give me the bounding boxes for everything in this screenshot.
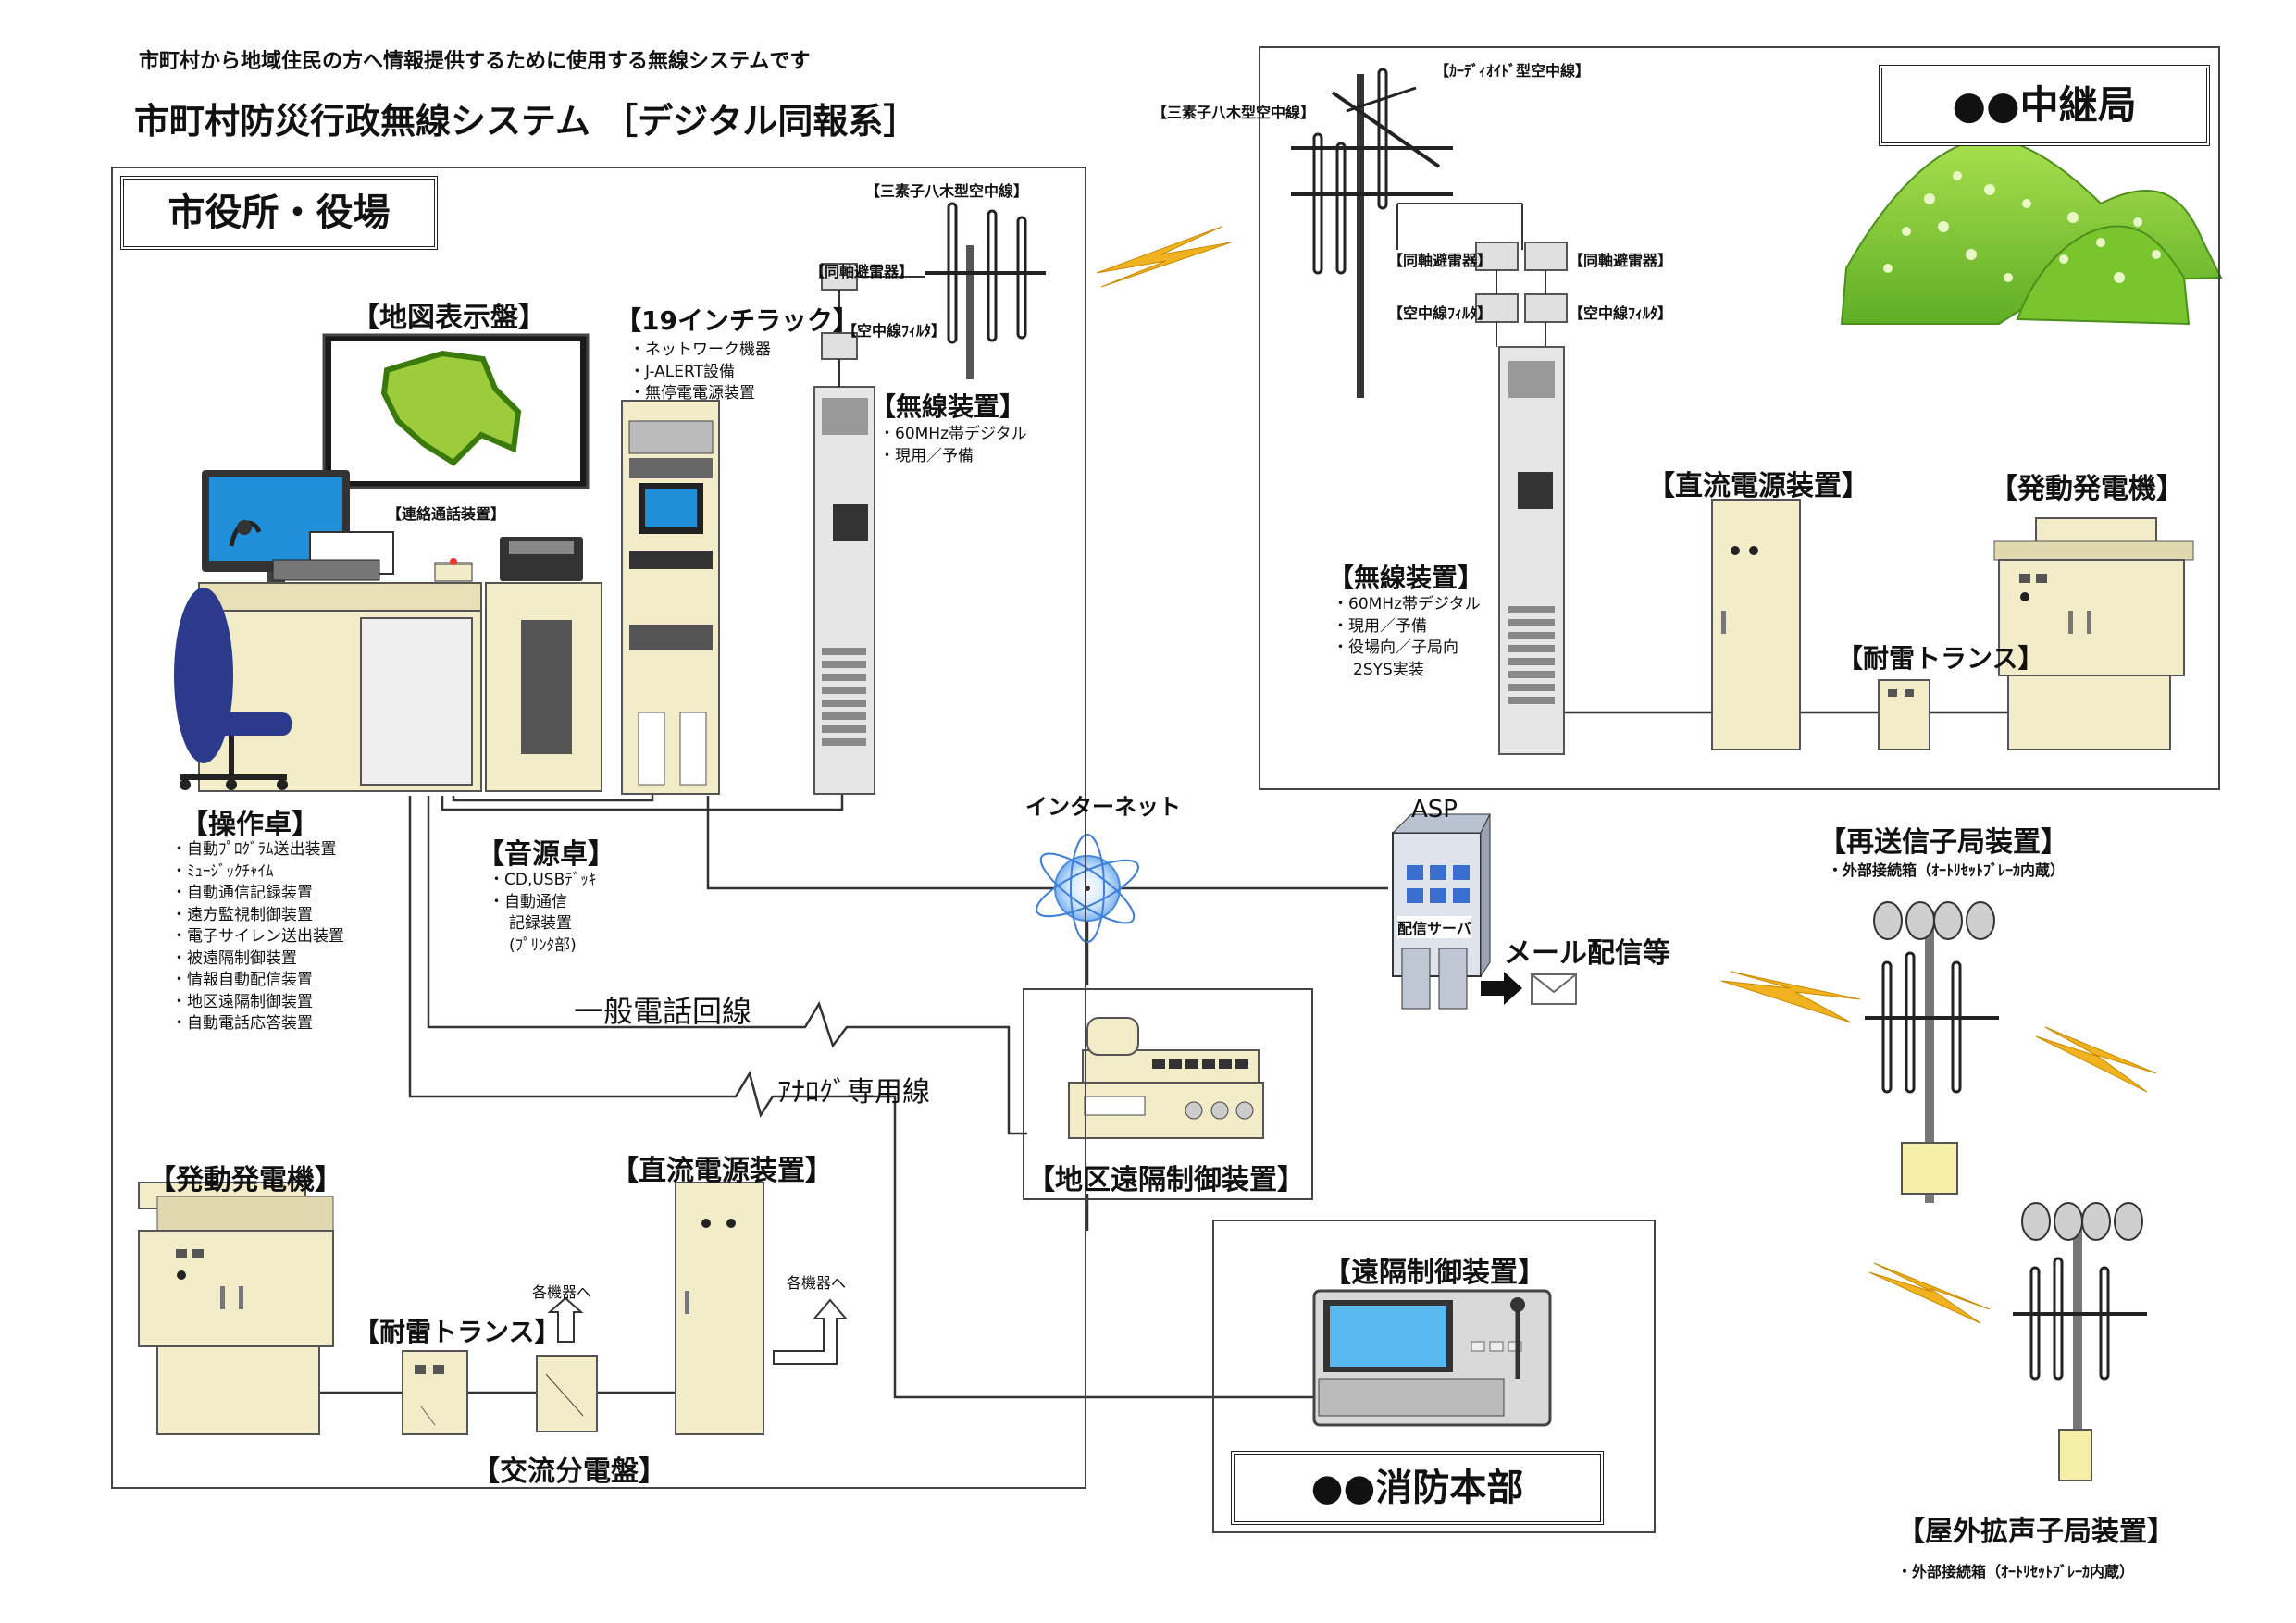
relay-radio-item: ・現用／予備 bbox=[1333, 616, 1427, 636]
relay-filter-left: 【空中線ﾌｨﾙﾀ】 bbox=[1388, 304, 1493, 322]
internet-label: インターネット bbox=[1025, 794, 1181, 820]
audio-desk-item: (ﾌﾟﾘﾝﾀ部) bbox=[509, 935, 577, 955]
retransmit-note: ・外部接続箱（ｵｰﾄﾘｾｯﾄﾌﾞﾚｰｶ内蔵） bbox=[1828, 861, 2066, 879]
relay-station-frame bbox=[1259, 46, 2220, 790]
radio-wave-icons bbox=[1096, 226, 2157, 1324]
relay-generator-label: 【発動発電機】 bbox=[1990, 473, 2184, 505]
city-generator-label: 【発動発電機】 bbox=[148, 1164, 342, 1196]
console-item: ・電子サイレン送出装置 bbox=[171, 927, 344, 946]
relay-radio-unit bbox=[1498, 346, 1565, 755]
fire-hq-title: ●●消防本部 bbox=[1231, 1451, 1604, 1525]
fire-remote-device bbox=[1312, 1289, 1552, 1427]
console-item: ・ﾐｭｰｼﾞｯｸﾁｬｲﾑ bbox=[171, 861, 274, 881]
console-item: ・情報自動配信装置 bbox=[171, 971, 313, 989]
ac-panel-label: 【交流分電盤】 bbox=[472, 1456, 666, 1488]
city-hall-title: 市役所・役場 bbox=[120, 176, 438, 250]
relay-yagi-label: 【三素子八木型空中線】 bbox=[1152, 104, 1316, 121]
outdoor-title: 【屋外拡声子局装置】 bbox=[1897, 1516, 2175, 1548]
audio-desk-label: 【音源卓】 bbox=[477, 838, 615, 871]
audio-desk-item: 記録装置 bbox=[509, 914, 572, 933]
console-item: ・被遠隔制御装置 bbox=[171, 948, 297, 968]
city-radio-item: ・60MHz帯デジタル bbox=[879, 425, 1027, 443]
relay-radio-label: 【無線装置】 bbox=[1328, 563, 1484, 593]
city-filter-label: 【空中線ﾌｨﾙﾀ】 bbox=[842, 322, 947, 340]
fire-remote-label: 【遠隔制御装置】 bbox=[1323, 1257, 1545, 1289]
audio-desk-item: ・自動通信 bbox=[489, 892, 567, 911]
console-item: ・自動ﾌﾟﾛｸﾞﾗﾑ送出装置 bbox=[171, 840, 337, 859]
relay-radio-items: ・60MHz帯デジタル ・現用／予備 ・役場向／子局向 2SYS実装 bbox=[1333, 594, 1481, 681]
district-remote-frame bbox=[1023, 988, 1313, 1200]
console-item: ・遠方監視制御装置 bbox=[171, 905, 313, 924]
city-hall-frame bbox=[111, 167, 1086, 1489]
console-items: ・自動ﾌﾟﾛｸﾞﾗﾑ送出装置 ・ﾐｭｰｼﾞｯｸﾁｬｲﾑ ・自動通信記録装置 ・遠… bbox=[171, 839, 344, 1035]
page-subtitle: 市町村から地域住民の方へ情報提供するために使用する無線システムです bbox=[139, 50, 811, 73]
map-panel bbox=[322, 333, 590, 489]
city-power-equipment bbox=[402, 1182, 849, 1435]
map-panel-label: 【地図表示盤】 bbox=[352, 302, 546, 334]
relay-transformer-label: 【耐雷トランス】 bbox=[1837, 643, 2044, 674]
asp-server-icon bbox=[1391, 813, 1577, 1010]
console-item: ・地区遠隔制御装置 bbox=[171, 992, 313, 1011]
analog-line-label: ｱﾅﾛｸﾞ専用線 bbox=[777, 1076, 930, 1109]
city-radio-item: ・現用／予備 bbox=[879, 446, 974, 465]
relay-dc-power-label: 【直流電源装置】 bbox=[1647, 470, 1869, 502]
console-label: 【操作卓】 bbox=[180, 809, 319, 841]
district-remote-device bbox=[1068, 1017, 1264, 1139]
console-desk bbox=[174, 470, 602, 792]
city-dc-power-label: 【直流電源装置】 bbox=[611, 1155, 833, 1187]
cardioid-antenna-label: 【ｶｰﾃﾞｨｵｲﾄﾞ型空中線】 bbox=[1434, 62, 1591, 80]
relay-radio-item: ・60MHz帯デジタル bbox=[1333, 595, 1481, 613]
mountain-icon bbox=[1840, 137, 2223, 326]
relay-station-title: ●●中継局 bbox=[1879, 65, 2210, 146]
connection-lines bbox=[319, 711, 2008, 1399]
rack19-label: 【19インチラック】 bbox=[615, 305, 859, 336]
rack19-item: ・無停電電源装置 bbox=[629, 384, 755, 403]
city-generator bbox=[138, 1182, 334, 1435]
mail-delivery-label: メール配信等 bbox=[1504, 937, 1670, 970]
phone-line-label: 一般電話回線 bbox=[574, 994, 752, 1029]
relay-radio-item: ・役場向／子局向 bbox=[1333, 638, 1458, 657]
city-yagi-label: 【三素子八木型空中線】 bbox=[865, 182, 1029, 200]
server-label: 配信サーバ bbox=[1397, 916, 1471, 938]
city-radio-label: 【無線装置】 bbox=[870, 391, 1026, 422]
city-radio-items: ・60MHz帯デジタル ・現用／予備 bbox=[879, 424, 1027, 467]
relay-lightning-right: 【同軸避雷器】 bbox=[1569, 252, 1673, 269]
district-remote-label: 【地区遠隔制御装置】 bbox=[1027, 1164, 1305, 1196]
audio-desk-item: ・CD,USBﾃﾞｯｷ bbox=[489, 871, 597, 889]
relay-filter-right: 【空中線ﾌｨﾙﾀ】 bbox=[1569, 304, 1673, 322]
city-lightning-label: 【同軸避雷器】 bbox=[810, 263, 914, 280]
city-transformer-label: 【耐雷トランス】 bbox=[354, 1317, 561, 1347]
relay-lightning-left: 【同軸避雷器】 bbox=[1388, 252, 1493, 269]
rack-19inch bbox=[621, 400, 720, 795]
globe-icon bbox=[1036, 834, 1139, 943]
relay-power-equipment bbox=[1711, 499, 2194, 750]
to-each-device-label: 各機器へ bbox=[787, 1274, 847, 1292]
outdoor-note: ・外部接続箱（ｵｰﾄﾘｾｯﾄﾌﾞﾚｰｶ内蔵） bbox=[1897, 1563, 2135, 1580]
rack19-items: ・ネットワーク機器 ・J-ALERT設備 ・無停電電源装置 bbox=[629, 340, 771, 405]
relay-antenna bbox=[1291, 68, 1568, 398]
outdoor-speaker-station bbox=[2013, 1202, 2147, 1481]
audio-desk-items: ・CD,USBﾃﾞｯｷ ・自動通信 記録装置 (ﾌﾟﾘﾝﾀ部) bbox=[489, 870, 596, 957]
relay-radio-item: 2SYS実装 bbox=[1353, 660, 1424, 679]
retransmit-title: 【再送信子局装置】 bbox=[1818, 826, 2068, 859]
city-radio-unit bbox=[813, 202, 1046, 795]
page-title: 市町村防災行政無線システム ［デジタル同報系］ bbox=[134, 101, 919, 142]
rack19-item: ・ネットワーク機器 bbox=[629, 341, 771, 359]
console-item: ・自動電話応答装置 bbox=[171, 1014, 313, 1033]
asp-label: ASP bbox=[1411, 796, 1458, 824]
phone-device-label: 【連絡通話装置】 bbox=[387, 505, 506, 523]
fire-hq-frame bbox=[1212, 1220, 1656, 1533]
console-item: ・自動通信記録装置 bbox=[171, 884, 313, 902]
to-each-device-label: 各機器へ bbox=[532, 1283, 592, 1301]
retransmit-station bbox=[1865, 901, 1999, 1203]
phone-device bbox=[434, 558, 473, 582]
rack19-item: ・J-ALERT設備 bbox=[629, 362, 735, 381]
